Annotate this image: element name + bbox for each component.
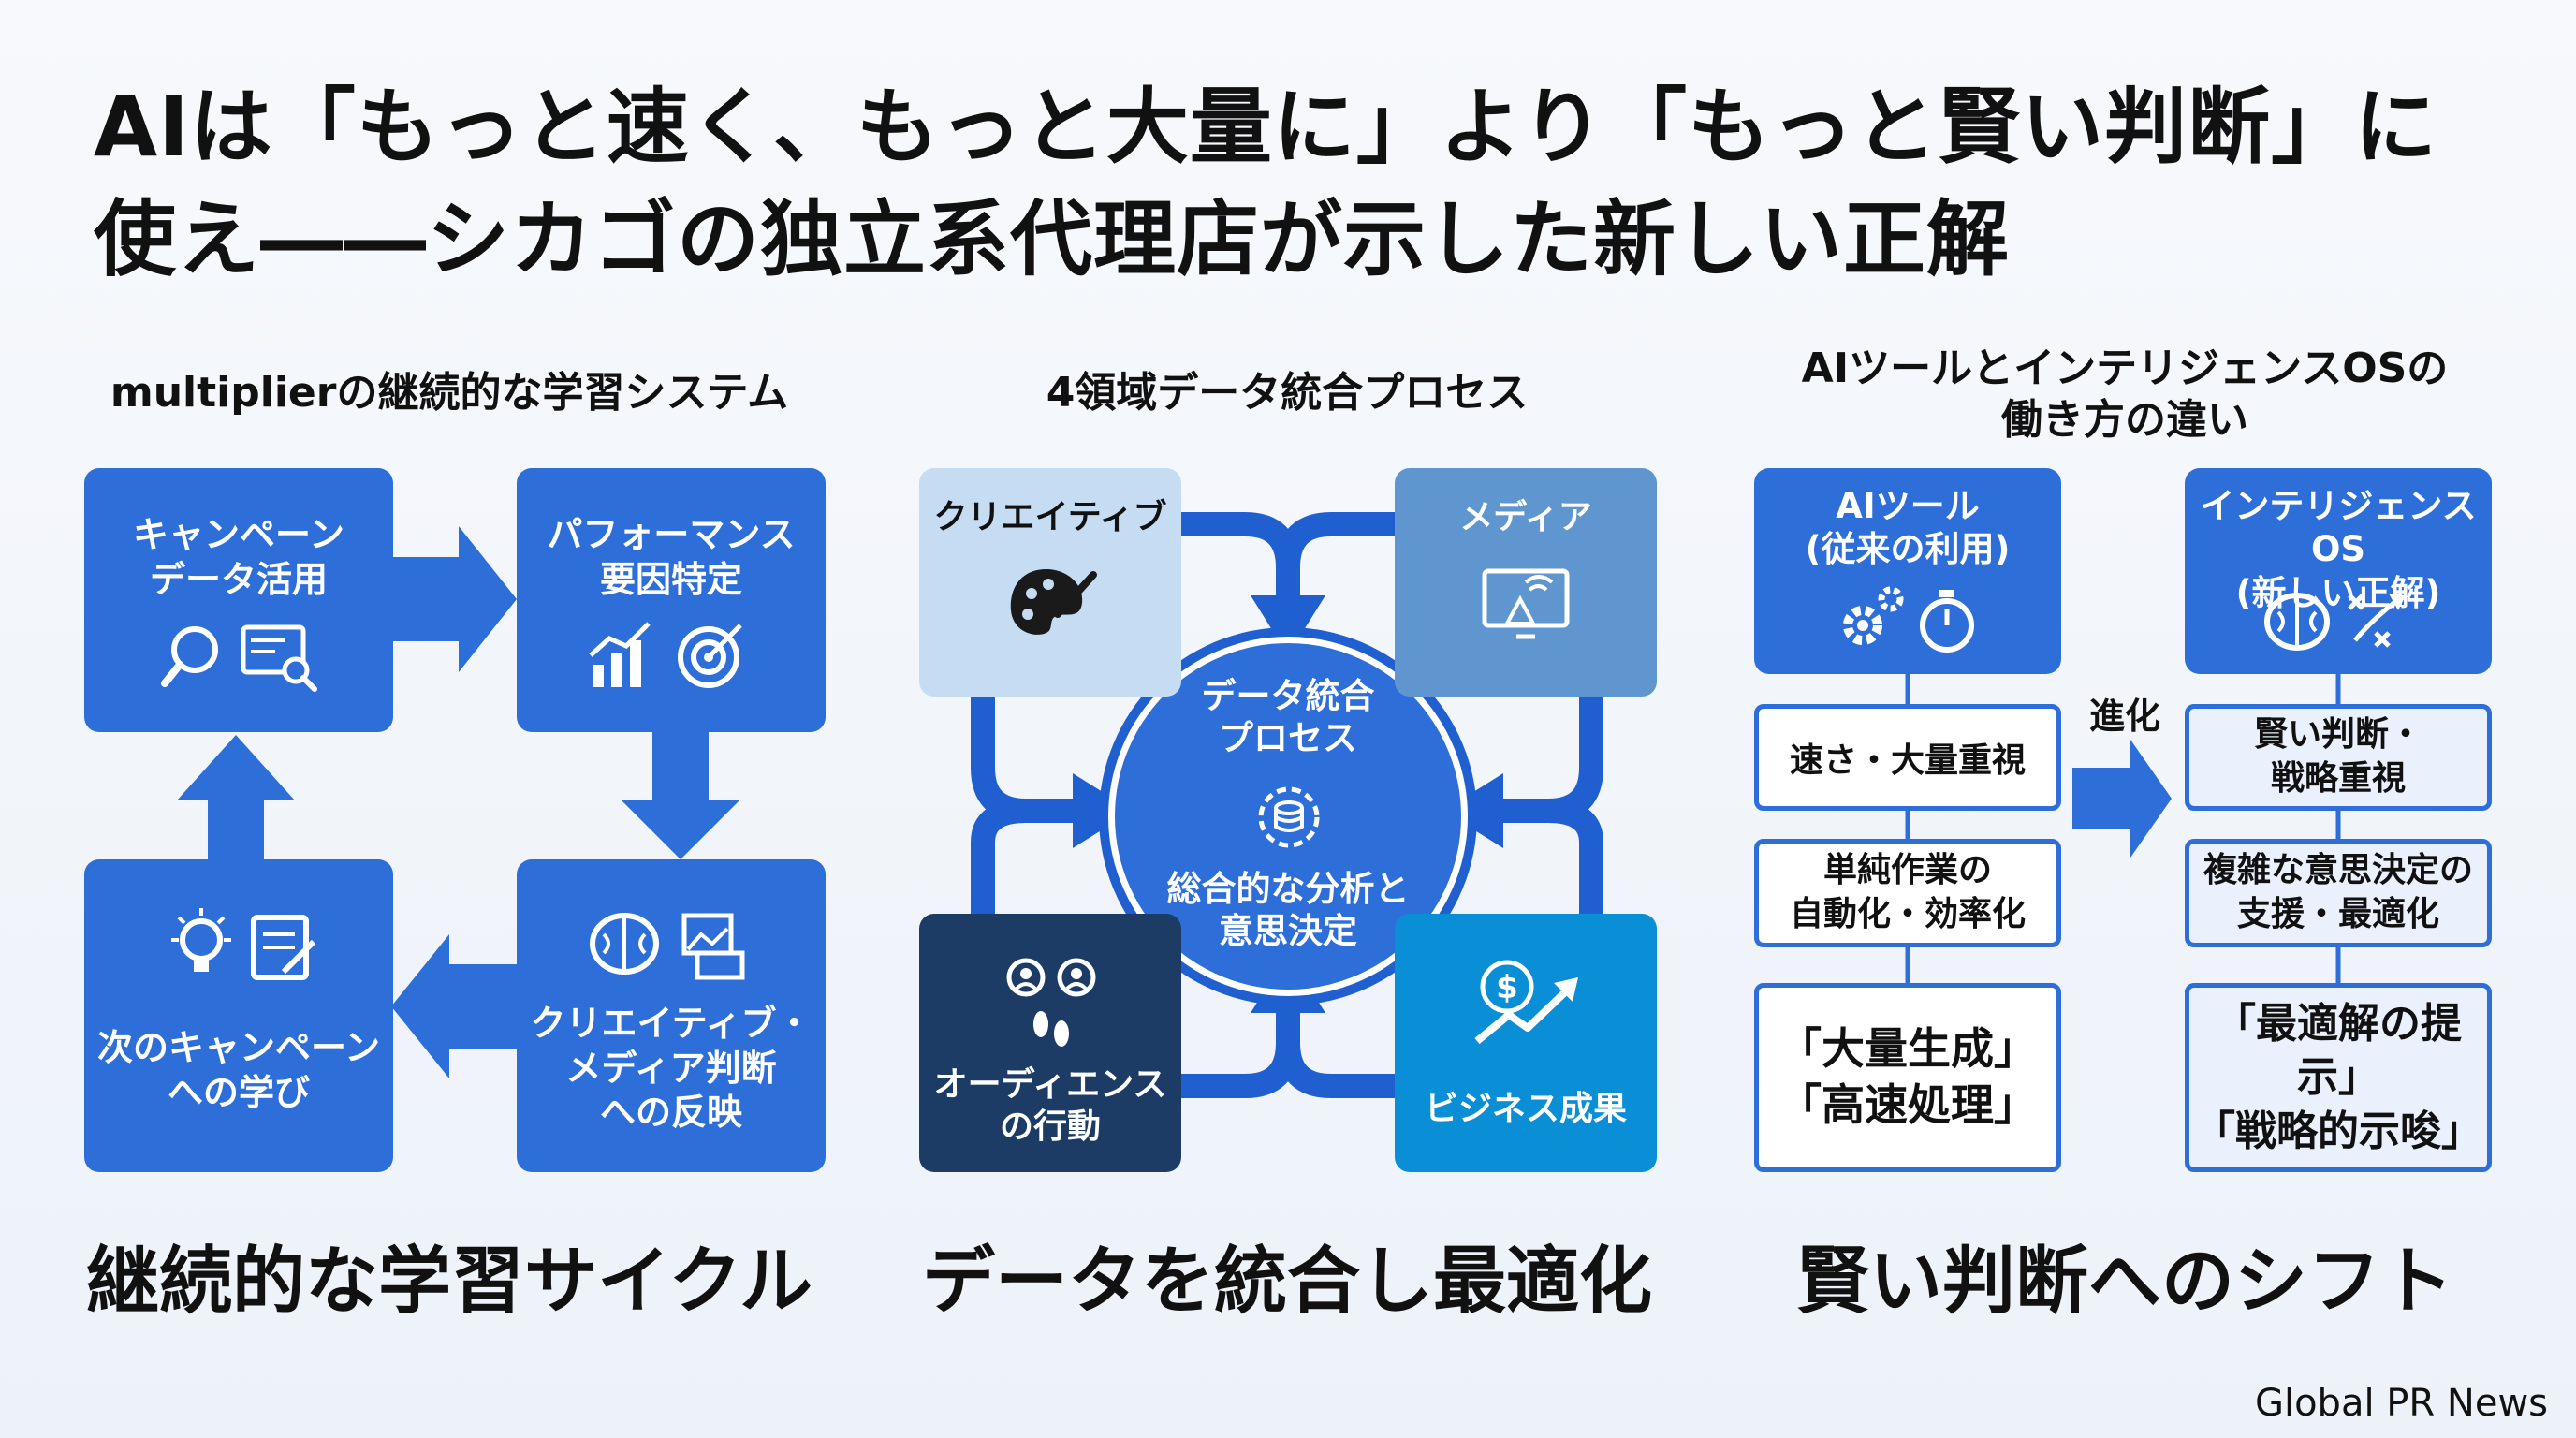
box-business-results: $ ビジネス成果 xyxy=(1395,914,1657,1172)
arrow-right-icon xyxy=(1073,773,1133,848)
arrow-left-icon xyxy=(1443,773,1503,848)
lightbulb-notes-icon xyxy=(171,908,316,980)
arrow-up-icon xyxy=(177,735,295,859)
page-title-line-1: AIは「もっと速く、もっと大量に」より「もっと賢い判断」に xyxy=(94,79,2438,175)
box-next-campaign-learning: 次のキャンペーン への学び xyxy=(84,859,393,1172)
money-growth-icon: $ xyxy=(1474,960,1578,1045)
panel1-caption: 継続的な学習サイクル xyxy=(85,1240,813,1324)
panel1-heading: multiplierの継続的な学習システム xyxy=(110,369,789,417)
ai-tool-item-2: 単純作業の 自動化・効率化 xyxy=(1754,839,2061,947)
box-audience-behavior-label: オーディエンス の行動 xyxy=(933,1065,1167,1146)
chart-target-icon xyxy=(589,622,742,688)
arrow-left-icon xyxy=(391,934,517,1078)
ai-tool-item-1: 速さ・大量重視 xyxy=(1754,704,2061,811)
hub-top-label: データ統合 プロセス xyxy=(1201,676,1375,759)
gears-stopwatch-icon xyxy=(1843,586,1974,653)
header-ai-tool: AIツール (従来の利用) xyxy=(1754,468,2061,674)
box-campaign-data-label: キャンペーン データ活用 xyxy=(132,514,345,600)
intelligence-os-item-2: 複雑な意思決定の 支援・最適化 xyxy=(2185,839,2492,947)
box-creative-media-decision-label: クリエイティブ・ メディア判断 への反映 xyxy=(530,1003,812,1133)
intelligence-os-item-1: 賢い判断・ 戦略重視 xyxy=(2185,704,2492,811)
header-intelligence-os: インテリジェンスOS (新しい正解) xyxy=(2185,468,2492,674)
box-creative-label: クリエイティブ xyxy=(933,498,1167,536)
box-media-label: メディア xyxy=(1459,498,1592,536)
arrow-down-icon xyxy=(622,730,739,859)
ai-tool-item-3: 「大量生成」 「高速処理」 xyxy=(1754,983,2061,1172)
brain-image-icon xyxy=(590,913,745,980)
palette-brush-icon xyxy=(1010,569,1097,635)
box-creative-media-decision: クリエイティブ・ メディア判断 への反映 xyxy=(517,859,826,1172)
box-business-results-label: ビジネス成果 xyxy=(1424,1090,1627,1128)
box-next-campaign-learning-label: 次のキャンペーン への学び xyxy=(96,1027,381,1113)
database-gear-icon xyxy=(1258,786,1320,848)
box-campaign-data: キャンペーン データ活用 xyxy=(84,468,393,732)
box-performance-factors: パフォーマンス 要因特定 xyxy=(517,468,826,732)
hub-bottom-label: 総合的な分析と 意思決定 xyxy=(1166,869,1410,952)
panel2-caption: データを統合し最適化 xyxy=(921,1240,1652,1324)
box-media: メディア xyxy=(1395,468,1657,697)
evolution-arrow-icon xyxy=(2072,740,2172,858)
panel3-caption: 賢い判断へのシフト xyxy=(1795,1240,2453,1324)
audience-footprints-icon xyxy=(1006,958,1096,1047)
box-audience-behavior: オーディエンス の行動 xyxy=(919,914,1181,1172)
svg-text:$: $ xyxy=(1496,969,1518,1006)
header-ai-tool-label: AIツール (従来の利用) xyxy=(1805,486,2011,570)
box-performance-factors-label: パフォーマンス 要因特定 xyxy=(547,514,796,600)
panel3-heading: AIツールとインテリジェンスOSの 働き方の違い xyxy=(1801,345,2449,444)
search-data-icon xyxy=(161,624,317,692)
evolution-label: 進化 xyxy=(2088,696,2160,737)
source-credit: Global PR News xyxy=(2254,1382,2548,1425)
page-title-line-2: 使え――シカゴの独立系代理店が示した新しい正解 xyxy=(94,191,2011,287)
intelligence-os-item-3: 「最適解の提示」 「戦略的示唆」 xyxy=(2185,983,2492,1172)
arrow-right-icon xyxy=(393,526,517,672)
box-creative: クリエイティブ xyxy=(919,468,1181,697)
arrow-down-icon xyxy=(1251,595,1325,655)
media-screen-icon xyxy=(1482,568,1570,639)
panel2-heading: 4領域データ統合プロセス xyxy=(1046,369,1529,417)
brain-strategy-icon xyxy=(2264,593,2406,651)
